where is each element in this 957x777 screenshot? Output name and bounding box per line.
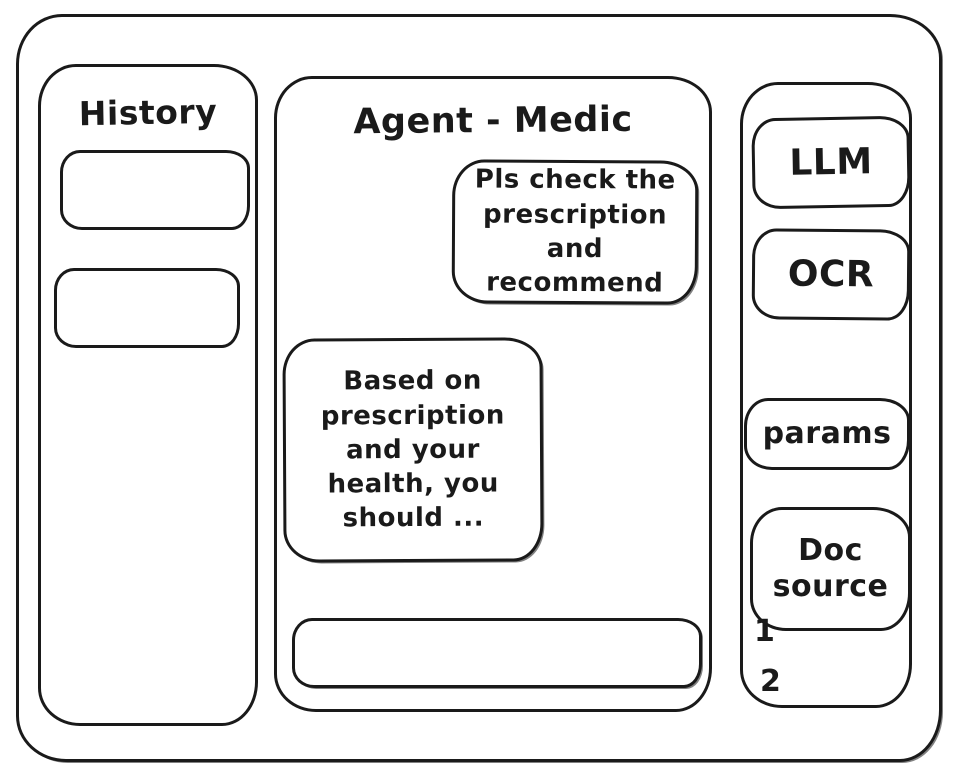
history-item[interactable] — [60, 150, 250, 230]
user-message-text: Pls check the prescription and recommend — [474, 164, 676, 299]
assistant-message-bubble: Based on prescription and your health, y… — [282, 337, 544, 563]
assistant-message-text: Based on prescription and your health, y… — [320, 365, 505, 534]
ocr-button[interactable]: OCR — [751, 228, 911, 321]
doc-source-item-1[interactable]: 1 — [754, 614, 776, 649]
llm-button[interactable]: LLM — [751, 115, 911, 210]
doc-source-button[interactable]: Doc source — [750, 507, 911, 631]
doc-source-item-2[interactable]: 2 — [760, 664, 782, 699]
history-title: History — [78, 91, 218, 134]
chat-input[interactable] — [292, 618, 702, 688]
chat-title: Agent - Medic — [353, 99, 633, 143]
user-message-bubble: Pls check the prescription and recommend — [451, 159, 699, 305]
history-item[interactable] — [54, 268, 240, 348]
params-button[interactable]: params — [744, 398, 910, 470]
